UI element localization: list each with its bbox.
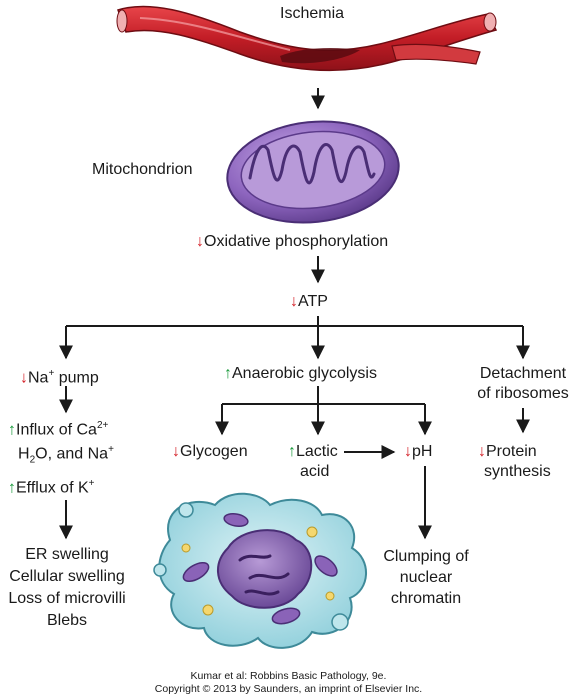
label-influx: ↑Influx of Ca2+ H2O, and Na+ [8,420,114,466]
swollen-cell-illustration [153,492,367,649]
up-arrow-icon: ↑ [288,443,296,460]
up-arrow-icon: ↑ [224,365,232,382]
down-arrow-icon: ↓ [20,369,28,387]
label-ph: ↓pH [404,443,433,460]
title-ischemia: Ischemia [280,5,345,22]
label-lactic-acid: ↑Lactic acid [288,443,338,480]
credit-line: Kumar et al: Robbins Basic Pathology, 9e… [154,670,423,695]
label-anaerobic-glycolysis: ↑Anaerobic glycolysis [224,365,377,382]
down-arrow-icon: ↓ [196,233,204,250]
label-na-pump: ↓Na+ pump [20,368,99,387]
down-arrow-icon: ↓ [172,443,180,460]
label-oxidative-phosphorylation: ↓Oxidative phosphorylation [196,233,389,250]
up-arrow-icon: ↑ [8,479,16,497]
label-er-swelling-outcomes: ER swelling Cellular swelling Loss of mi… [8,546,126,629]
mitochondrion-illustration [226,120,400,224]
blood-vessel-illustration [116,5,498,72]
down-arrow-icon: ↓ [290,293,298,310]
label-clumping-chromatin: Clumping of nuclear chromatin [383,548,469,607]
up-arrow-icon: ↑ [8,421,16,439]
label-mitochondrion: Mitochondrion [92,161,193,178]
label-efflux: ↑Efflux of K+ [8,478,95,497]
label-protein-synthesis: ↓Protein synthesis [478,443,551,480]
label-atp: ↓ATP [290,293,328,310]
down-arrow-icon: ↓ [478,443,486,460]
label-glycogen: ↓Glycogen [172,443,248,460]
down-arrow-icon: ↓ [404,443,412,460]
